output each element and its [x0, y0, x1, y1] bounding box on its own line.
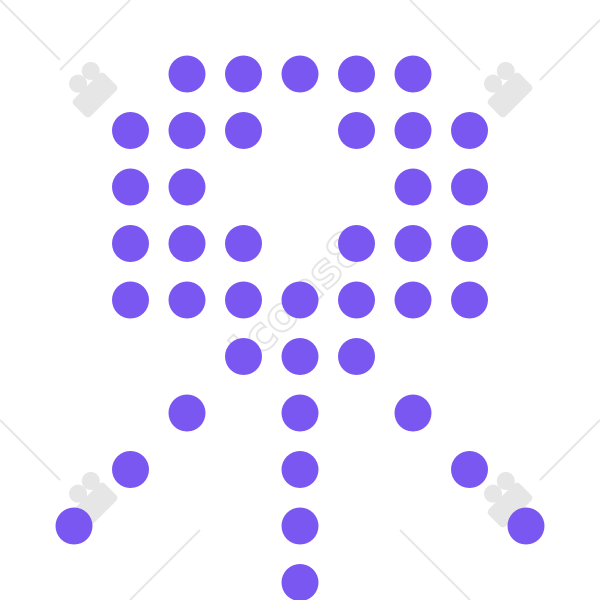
dot	[394, 394, 432, 432]
dot	[507, 507, 545, 545]
dot-grid	[55, 55, 545, 600]
dot	[451, 168, 488, 206]
dot	[112, 225, 149, 262]
dot	[168, 55, 206, 93]
dot	[281, 564, 319, 600]
dot	[225, 225, 262, 262]
dot	[225, 338, 262, 375]
dot	[112, 451, 149, 488]
dot	[394, 112, 432, 149]
dot	[451, 281, 488, 319]
dot	[281, 394, 319, 432]
dot	[281, 338, 319, 375]
dot	[168, 112, 206, 149]
dot	[394, 225, 432, 262]
dot	[225, 112, 262, 149]
dot	[168, 394, 206, 432]
dot	[168, 281, 206, 319]
dot	[338, 225, 375, 262]
dot	[112, 112, 149, 149]
dot	[451, 451, 488, 488]
dot	[168, 225, 206, 262]
dot	[112, 168, 149, 206]
dot	[338, 281, 375, 319]
dot	[338, 55, 375, 93]
dot	[168, 168, 206, 206]
dot	[225, 281, 262, 319]
dot	[394, 55, 432, 93]
dot	[112, 281, 149, 319]
dot	[281, 507, 319, 545]
dot	[281, 281, 319, 319]
dot	[338, 338, 375, 375]
dot	[55, 507, 93, 545]
dot	[281, 55, 319, 93]
dot	[394, 281, 432, 319]
dot	[394, 168, 432, 206]
dot	[338, 112, 375, 149]
dot	[225, 55, 262, 93]
dot	[451, 225, 488, 262]
dot	[281, 451, 319, 488]
dot	[451, 112, 488, 149]
